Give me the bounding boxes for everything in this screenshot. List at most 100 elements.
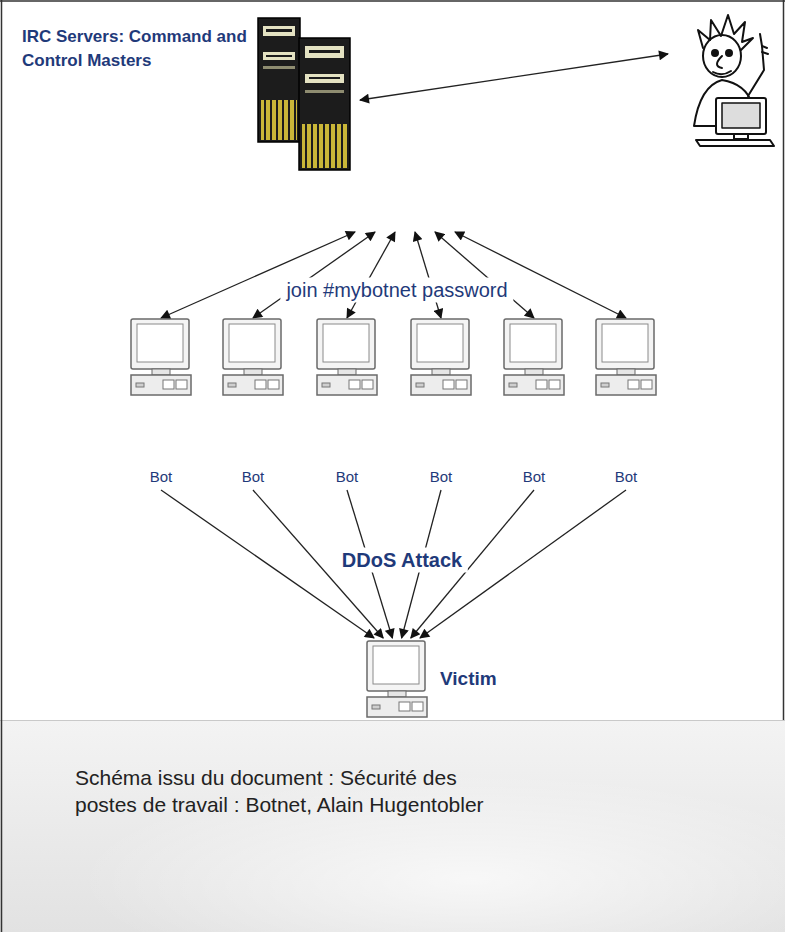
computer-case (504, 375, 564, 395)
monitor (411, 319, 469, 369)
bot-computer: Bot (501, 318, 567, 490)
screen (510, 324, 556, 362)
monitor-stand (338, 369, 356, 375)
bot-computer: Bot (220, 318, 286, 490)
node-label: Bot (430, 468, 453, 486)
server-back (258, 18, 300, 142)
server-front (309, 50, 340, 53)
server-back (263, 52, 295, 60)
node-label: Bot (242, 468, 265, 486)
power-button (416, 383, 424, 387)
computer-icon (366, 640, 428, 720)
botmaster-figure (717, 56, 722, 68)
server-front (305, 46, 344, 58)
victim-computer: Victim (362, 638, 507, 720)
botmaster-figure (696, 140, 774, 146)
frame (0, 0, 785, 2)
caption-band (0, 721, 785, 932)
server-back (276, 100, 278, 140)
botmaster-figure (722, 103, 760, 128)
caption: Schéma issu du document : Sécurité des p… (75, 764, 510, 818)
drive-slot (349, 380, 360, 389)
node-label: Bot (336, 468, 359, 486)
botmaster-figure (734, 134, 748, 139)
computer-case (367, 697, 427, 717)
server-back (263, 66, 295, 69)
node-label: Bot (150, 468, 173, 486)
drive-slot (549, 380, 560, 389)
screen (602, 324, 648, 362)
screen (323, 324, 369, 362)
server-back (270, 100, 272, 140)
computer-case (317, 375, 377, 395)
connector (435, 232, 534, 318)
screen (373, 646, 419, 684)
server-group: IRC Servers: Command and Control Masters (18, 15, 470, 232)
monitor-stand (388, 691, 406, 697)
server-back (282, 100, 284, 140)
server-front (309, 77, 340, 79)
computer-icon (222, 318, 284, 398)
node-label: Bot (523, 468, 546, 486)
frame (1, 0, 3, 932)
drive-slot (268, 380, 279, 389)
drive-slot (399, 702, 410, 711)
server-back (263, 26, 295, 36)
channel-command: join #mybotnet password (280, 278, 513, 303)
server-front (329, 124, 331, 168)
server-front (306, 124, 342, 168)
bot-computer: Bot (593, 318, 659, 490)
server-front (305, 124, 307, 168)
power-button (509, 383, 517, 387)
server-back (294, 100, 296, 140)
computer-icon (410, 318, 472, 398)
operator-link (360, 54, 668, 100)
node-label: Bot (615, 468, 638, 486)
computer-case (223, 375, 283, 395)
connector (161, 232, 355, 318)
botmaster-figure (713, 71, 731, 74)
drive-slot (536, 380, 547, 389)
bot-computer: Bot (408, 318, 474, 490)
computer-icon (316, 318, 378, 398)
bot-computer: Bot (314, 318, 380, 490)
bot-computer: Bot (128, 318, 194, 490)
server-front (302, 124, 347, 168)
monitor (131, 319, 189, 369)
server-back (265, 100, 295, 140)
connector (455, 232, 626, 318)
botmaster-figure (726, 50, 732, 56)
attack-label: DDoS Attack (336, 548, 468, 573)
server-front (299, 38, 350, 170)
monitor (317, 319, 375, 369)
server-back (261, 100, 297, 140)
caption-band (0, 720, 785, 721)
botmaster-figure (712, 50, 718, 56)
botmaster-figure (760, 34, 768, 54)
connector (347, 232, 395, 318)
power-button (136, 383, 144, 387)
server-back (258, 18, 300, 142)
group-title: IRC Servers: Command and Control Masters (22, 25, 262, 73)
computer-case (131, 375, 191, 395)
botmaster-figure (748, 46, 764, 96)
monitor-stand (617, 369, 635, 375)
drive-slot (443, 380, 454, 389)
botmaster-figure (716, 98, 766, 134)
drive-slot (176, 380, 187, 389)
botmaster-figure (698, 15, 753, 50)
server-back (266, 29, 292, 32)
computer-icon (595, 318, 657, 398)
monitor-stand (525, 369, 543, 375)
screen (417, 324, 463, 362)
drive-slot (641, 380, 652, 389)
caption-band (0, 721, 785, 932)
power-button (322, 383, 330, 387)
server-front (317, 124, 319, 168)
server-back (264, 100, 266, 140)
drive-slot (412, 702, 423, 711)
